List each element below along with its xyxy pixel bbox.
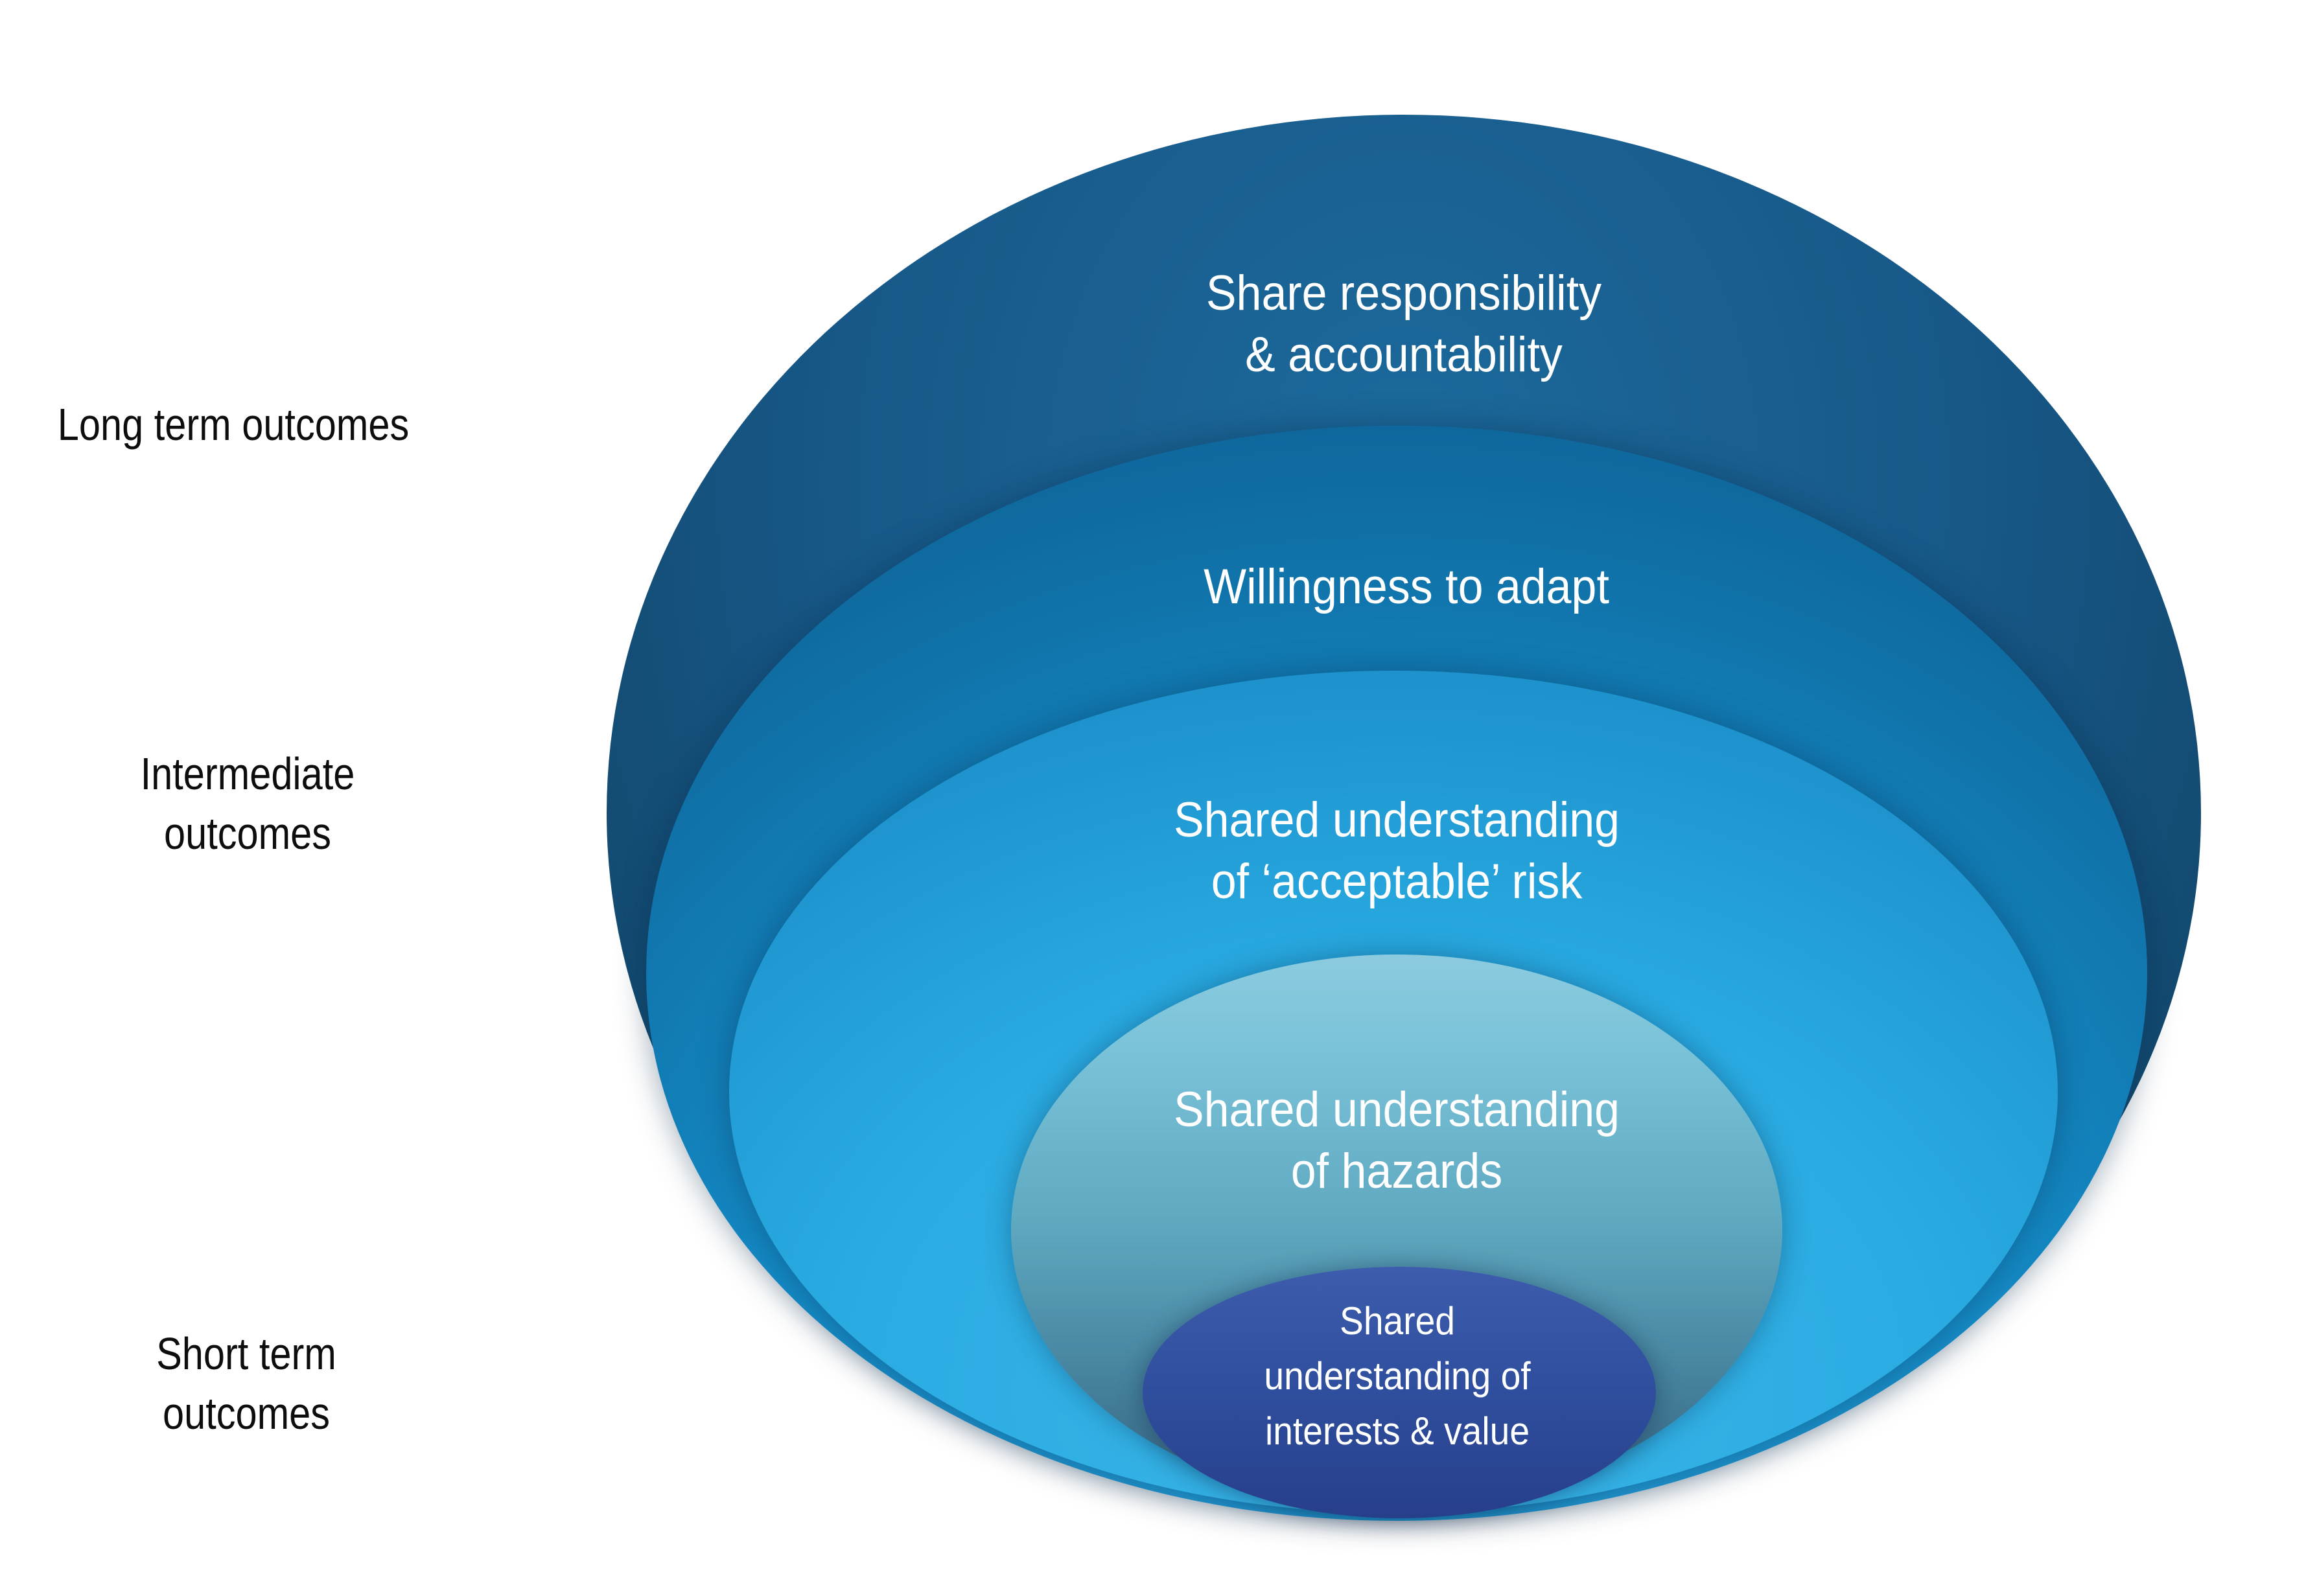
- level-label-share-responsibility: Share responsibility & accountability: [1189, 262, 1618, 386]
- level-label-text: Shared understanding of interests & valu…: [1264, 1299, 1531, 1453]
- level-label-willingness-to-adapt: Willingness to adapt: [1186, 556, 1627, 618]
- timeframe-label-text: Long term outcomes: [57, 399, 410, 450]
- level-label-text: Shared understanding of ‘acceptable’ ris…: [1173, 792, 1620, 909]
- timeframe-label-text: Intermediate outcomes: [140, 748, 355, 859]
- level-label-hazards: Shared understanding of hazards: [1154, 1079, 1639, 1202]
- ring-interests-value: [1143, 1267, 1656, 1518]
- timeframe-label-text: Short term outcomes: [156, 1328, 336, 1439]
- level-label-interests-value: Shared understanding of interests & valu…: [1252, 1293, 1542, 1459]
- level-label-text: Willingness to adapt: [1204, 559, 1609, 614]
- timeframe-label-short-term: Short term outcomes: [141, 1324, 353, 1443]
- timeframe-label-long-term: Long term outcomes: [27, 395, 440, 454]
- level-label-text: Share responsibility & accountability: [1205, 266, 1602, 382]
- level-label-acceptable-risk: Shared understanding of ‘acceptable’ ris…: [1154, 789, 1639, 912]
- timeframe-label-intermediate: Intermediate outcomes: [121, 744, 373, 863]
- level-label-text: Shared understanding of hazards: [1173, 1082, 1620, 1199]
